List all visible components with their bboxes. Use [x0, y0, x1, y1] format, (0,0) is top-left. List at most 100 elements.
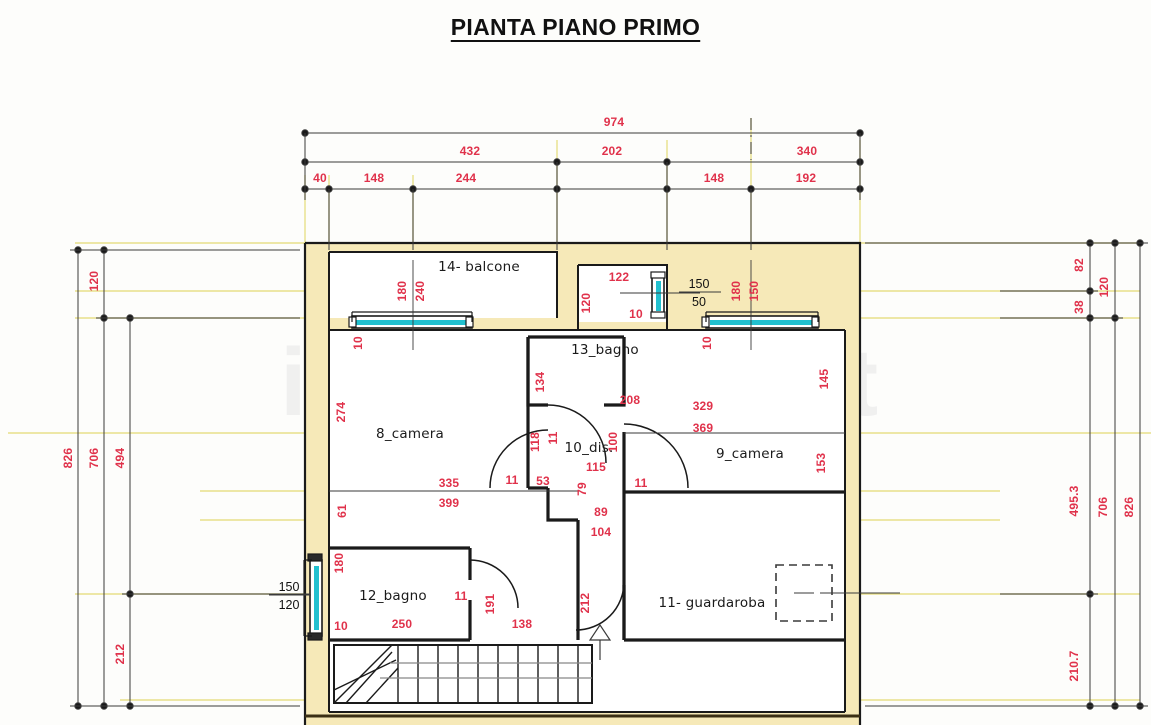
- interior-dimension-leaders: [218, 260, 845, 595]
- dimension-interior: 61: [335, 504, 349, 518]
- room-label-11: 11- guardaroba: [658, 595, 765, 611]
- dimension-left: 494: [113, 448, 127, 469]
- dimension-top-mid: 202: [602, 144, 623, 158]
- dimension-right: 120: [1097, 277, 1111, 298]
- stair-winder-3: [345, 651, 393, 704]
- dimension-lines-top: [301, 118, 864, 250]
- dimension-interior: 53: [536, 474, 550, 488]
- dimension-interior: 274: [334, 402, 348, 423]
- balcony-floor: [329, 252, 557, 318]
- dimension-interior: 180: [729, 281, 743, 302]
- partition-bagno13-left: [526, 337, 548, 407]
- dimension-interior: 10: [351, 336, 365, 350]
- window-callout-top-0: 150: [689, 277, 710, 291]
- dimension-interior: 11: [546, 431, 560, 444]
- dimension-interior: 11: [505, 473, 518, 487]
- wall-outline-interior: [328, 329, 846, 713]
- dimension-interior: 335: [439, 476, 460, 490]
- dimension-interior: 180: [395, 281, 409, 302]
- dimension-interior: 240: [413, 281, 427, 302]
- stair-winder-2: [333, 659, 397, 691]
- window-callout-top-1: 150: [279, 580, 300, 594]
- dimension-interior: 118: [528, 432, 542, 452]
- window-bagno12: [303, 553, 323, 641]
- window-glass: [356, 320, 468, 325]
- dimension-interior: 145: [817, 369, 831, 390]
- dimension-interior: 11: [634, 476, 647, 490]
- shaft-dashed-square: [775, 564, 900, 622]
- window-callout-bottom-0: 50: [692, 295, 706, 309]
- page-title: PIANTA PIANO PRIMO: [450, 14, 701, 40]
- wall-outline-balcony: [328, 251, 558, 330]
- dimension-right: 82: [1072, 258, 1086, 272]
- door-swing-camera9: [623, 423, 689, 489]
- staircase: [333, 623, 612, 704]
- dimension-text-layer: 974 432 202 340 40 148 244 148 192 826 706 494 120 21…: [61, 115, 1136, 682]
- dimension-left: 826: [61, 448, 75, 469]
- dimension-left: 706: [87, 448, 101, 469]
- room-sublabel-0: 115: [586, 460, 606, 474]
- dimension-interior: 399: [439, 496, 460, 510]
- room-label-10: 10_dis.: [565, 440, 614, 456]
- dimension-interior: 191: [483, 594, 497, 615]
- dimension-lines-left: [70, 246, 300, 710]
- dimension-left: 120: [87, 271, 101, 292]
- dimension-right: 495.3: [1067, 485, 1081, 516]
- dimension-top-detail: 244: [456, 171, 477, 185]
- dimension-top-overall: 974: [604, 115, 625, 129]
- door-swing-bagno13: [547, 404, 607, 464]
- dimension-interior: 153: [814, 453, 828, 474]
- door-swings: [469, 404, 689, 631]
- room-label-14: 14- balcone: [438, 259, 520, 275]
- window-camera9: [701, 311, 820, 329]
- dimension-interior: 10: [334, 619, 348, 633]
- dimension-interior: 120: [579, 293, 593, 314]
- door-swing-camera8: [489, 429, 549, 489]
- window-callout-layer: 150 50 150 120: [269, 277, 721, 612]
- dimension-right: 706: [1096, 497, 1110, 518]
- dimension-top-detail: 192: [796, 171, 817, 185]
- dimension-top-detail: 40: [313, 171, 327, 185]
- dimension-interior: 10: [629, 307, 643, 321]
- dimension-interior: 212: [578, 593, 592, 614]
- dimension-interior: 10: [700, 336, 714, 350]
- partition-dis-lower-left: [546, 488, 578, 522]
- dimension-interior: 180: [332, 553, 346, 574]
- dimension-interior: 122: [609, 270, 630, 284]
- door-swing-bagno12: [469, 559, 519, 609]
- dimension-interior: 11: [454, 589, 467, 603]
- stair-winder-1: [333, 644, 393, 704]
- window-glass: [656, 281, 661, 311]
- dimension-top-detail: 148: [364, 171, 385, 185]
- dimension-interior: 329: [693, 399, 714, 413]
- room-label-8: 8_camera: [376, 426, 444, 442]
- room-label-12: 12_bagno: [359, 588, 427, 604]
- dimension-right: 38: [1072, 300, 1086, 314]
- dimension-top-detail: 148: [704, 171, 725, 185]
- dimension-right: 826: [1122, 497, 1136, 518]
- wall-outline-outer: [303, 241, 862, 725]
- stair-winder-4: [365, 667, 399, 704]
- dimension-lines-right: [865, 239, 1148, 710]
- dimension-interior: 250: [392, 617, 413, 631]
- dimension-interior: 134: [533, 372, 547, 393]
- dimension-interior: 208: [620, 393, 641, 407]
- dimension-interior: 104: [591, 525, 612, 539]
- dimension-interior: 79: [575, 482, 589, 496]
- dimension-left: 212: [113, 644, 127, 665]
- dimension-interior: 89: [594, 505, 608, 519]
- dimension-top-mid: 340: [797, 144, 818, 158]
- interior-partitions: [329, 335, 845, 642]
- room-label-13: 13_bagno: [571, 342, 639, 358]
- window-callout-bottom-1: 120: [279, 598, 300, 612]
- dimension-interior: 100: [606, 432, 620, 453]
- window-balcone: [348, 311, 474, 329]
- window-glass: [314, 566, 319, 630]
- dimension-interior: 150: [747, 281, 761, 302]
- interior-floor: [329, 330, 845, 712]
- dimension-top-mid: 432: [460, 144, 481, 158]
- window-glass: [710, 320, 814, 325]
- dimension-right: 210.7: [1067, 650, 1081, 681]
